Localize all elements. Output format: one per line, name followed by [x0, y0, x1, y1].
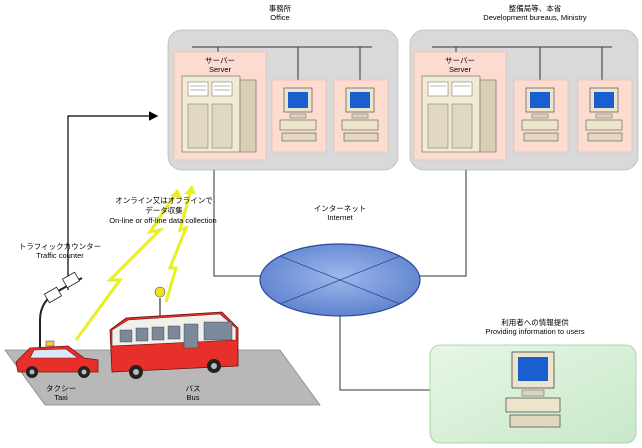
office-server-label-ja: サーバー: [205, 56, 235, 65]
bureau-server-label-en: Server: [448, 65, 472, 74]
internet-globe: [259, 243, 421, 317]
users-label-en: Providing information to users: [485, 327, 585, 336]
traffic-counter-link: [67, 111, 159, 290]
users-internet-link: [339, 314, 430, 391]
taxi-label-ja: タクシー: [46, 384, 76, 393]
collection-label-ja-2: データ収集: [145, 206, 183, 215]
bus-label-ja: バス: [185, 384, 201, 393]
bureau-pc-1: [513, 79, 569, 153]
taxi: [15, 340, 99, 378]
bureau-server-label-ja: サーバー: [445, 56, 475, 65]
office-server-label-en: Server: [208, 65, 232, 74]
collection-label-ja-1: オンライン又はオフラインで: [115, 196, 213, 205]
internet-label-en: Internet: [327, 213, 353, 222]
users-label-ja: 利用者への情報提供: [501, 318, 569, 327]
traffic-counter-pole: [39, 271, 83, 348]
office-title-ja: 事務所: [268, 4, 292, 13]
bureau-title-en: Development bureaus, Ministry: [483, 13, 587, 22]
internet-label-ja: インターネット: [313, 204, 367, 213]
bureau-server: [413, 51, 507, 161]
bus: [109, 286, 239, 379]
taxi-label-en: Taxi: [54, 393, 68, 402]
traffic-counter-label-ja: トラフィックカウンター: [18, 242, 102, 251]
office-pc-2: [333, 79, 389, 153]
traffic-counter-label-en: Traffic counter: [36, 251, 84, 260]
collection-label-en: On-line or off-line data collection: [109, 216, 217, 225]
bureau-internet-link: [418, 170, 467, 277]
taxi-signal: [74, 189, 180, 341]
bus-label-en: Bus: [186, 393, 200, 402]
office-server: [173, 51, 267, 161]
office-internet-link: [213, 170, 262, 277]
bureau-pc-2: [577, 79, 633, 153]
office-title-en: Office: [270, 13, 290, 22]
users-pc: [505, 351, 561, 428]
bureau-title-ja: 整備局等、本省: [508, 4, 562, 13]
office-pc-1: [271, 79, 327, 153]
bus-signal: [164, 185, 194, 303]
